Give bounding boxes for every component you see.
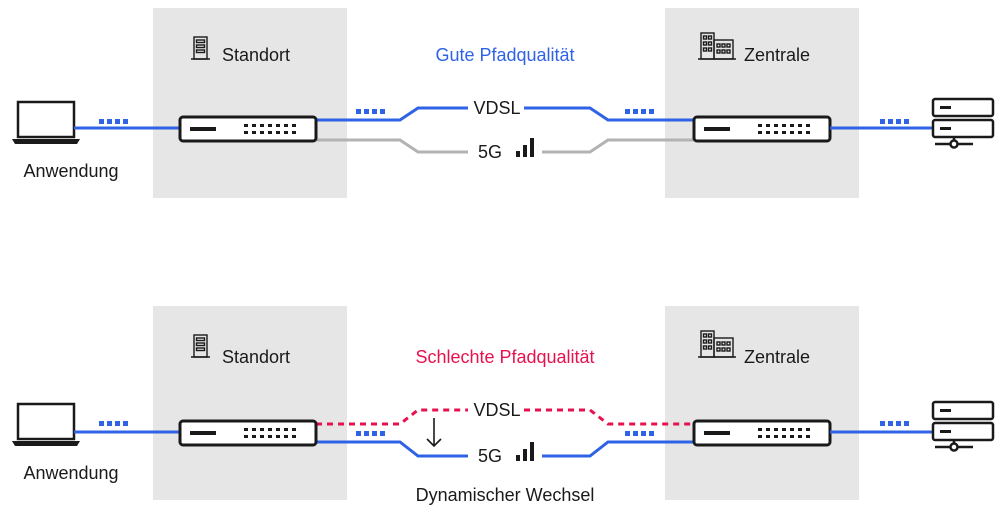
hq-label: Zentrale bbox=[744, 347, 810, 367]
laptop-icon bbox=[12, 402, 80, 446]
5g-path bbox=[316, 138, 694, 154]
traffic-dots-icon bbox=[99, 119, 128, 124]
traffic-dots-icon bbox=[99, 421, 128, 426]
site-label: Standort bbox=[222, 45, 290, 65]
traffic-dots-icon bbox=[880, 119, 909, 124]
hq-area bbox=[665, 8, 859, 198]
quality-title: Gute Pfadqualität bbox=[435, 45, 574, 65]
office-building-icon bbox=[698, 32, 736, 60]
arrow-down-icon bbox=[426, 418, 442, 448]
client-label: Anwendung bbox=[23, 161, 118, 181]
traffic-dots-icon bbox=[356, 431, 385, 436]
vdsl-path-degraded bbox=[316, 408, 694, 426]
quality-title: Schlechte Pfadqualität bbox=[415, 347, 594, 367]
hq-label: Zentrale bbox=[744, 45, 810, 65]
hq-area bbox=[665, 306, 859, 500]
server-icon bbox=[931, 400, 995, 452]
laptop-icon bbox=[12, 100, 80, 144]
signal-bars-icon bbox=[516, 442, 534, 461]
bottom-scenario: Standort Zentrale Schlechte Pfadqualität… bbox=[12, 306, 995, 505]
router-icon bbox=[178, 419, 318, 447]
5g-label: 5G bbox=[478, 142, 502, 162]
router-icon bbox=[692, 115, 832, 143]
signal-bars-icon bbox=[516, 138, 534, 157]
vdsl-label: VDSL bbox=[473, 98, 520, 118]
traffic-dots-icon bbox=[625, 109, 654, 114]
traffic-dots-icon bbox=[356, 109, 385, 114]
5g-label: 5G bbox=[478, 446, 502, 466]
office-building-icon bbox=[698, 330, 736, 358]
server-icon bbox=[931, 97, 995, 149]
site-label: Standort bbox=[222, 347, 290, 367]
5g-path-active bbox=[316, 440, 694, 458]
router-icon bbox=[692, 419, 832, 447]
building-icon bbox=[191, 36, 210, 60]
building-icon bbox=[191, 334, 210, 358]
site-area bbox=[153, 8, 347, 198]
router-icon bbox=[178, 115, 318, 143]
vdsl-label: VDSL bbox=[473, 400, 520, 420]
site-area bbox=[153, 306, 347, 500]
top-scenario: Standort Zentrale Gute Pfadqualität bbox=[12, 8, 995, 198]
switch-note: Dynamischer Wechsel bbox=[416, 485, 595, 505]
traffic-dots-icon bbox=[625, 431, 654, 436]
client-label: Anwendung bbox=[23, 463, 118, 483]
traffic-dots-icon bbox=[880, 421, 909, 426]
vdsl-path bbox=[316, 106, 694, 122]
